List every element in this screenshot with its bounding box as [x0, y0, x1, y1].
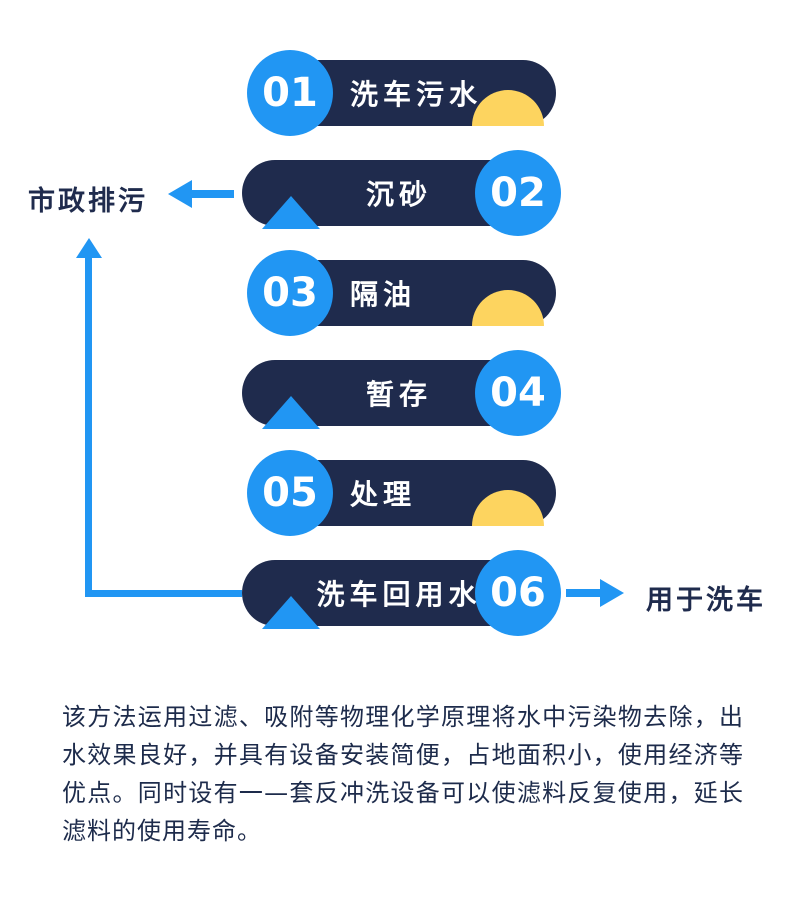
right-arrow-icon	[600, 579, 624, 607]
reuse-for-carwash-label: 用于洗车	[646, 585, 766, 616]
return-line-horizontal	[85, 590, 242, 597]
step-label: 洗车回用水	[316, 578, 482, 611]
description-paragraph: 该方法运用过滤、吸附等物理化学原理将水中污染物去除，出水效果良好，并具有设备安装…	[62, 703, 744, 845]
step-pill-03: 03 隔油	[247, 250, 556, 336]
yellow-dome-decoration	[472, 90, 544, 126]
step-pill-01: 01 洗车污水	[247, 50, 556, 136]
left-arrow-icon	[168, 180, 192, 208]
municipal-drain-label: 市政排污	[28, 186, 148, 217]
step-label: 暂存	[365, 378, 432, 411]
up-arrow-icon	[76, 238, 102, 258]
step-label: 处理	[350, 478, 417, 511]
yellow-dome-decoration	[472, 490, 544, 526]
left-arrow-shaft	[190, 190, 234, 198]
blue-triangle-decoration	[262, 596, 320, 629]
step-number-badge: 02	[475, 150, 561, 236]
step-number-badge: 01	[247, 50, 333, 136]
blue-triangle-decoration	[262, 396, 320, 429]
step-pill-04: 暂存 04	[242, 350, 561, 436]
step-pill-05: 05 处理	[247, 450, 556, 536]
step-label: 洗车污水	[350, 78, 483, 111]
step-pill-06: 洗车回用水 06	[242, 550, 561, 636]
step-number-badge: 03	[247, 250, 333, 336]
step-number-badge: 06	[475, 550, 561, 636]
step-number-badge: 04	[475, 350, 561, 436]
right-arrow-shaft	[566, 589, 602, 597]
blue-triangle-decoration	[262, 196, 320, 229]
step-number-badge: 05	[247, 450, 333, 536]
step-pill-02: 沉砂 02	[242, 150, 561, 236]
step-label: 沉砂	[365, 178, 432, 211]
step-label: 隔油	[350, 278, 417, 311]
yellow-dome-decoration	[472, 290, 544, 326]
return-line-vertical	[85, 256, 92, 597]
